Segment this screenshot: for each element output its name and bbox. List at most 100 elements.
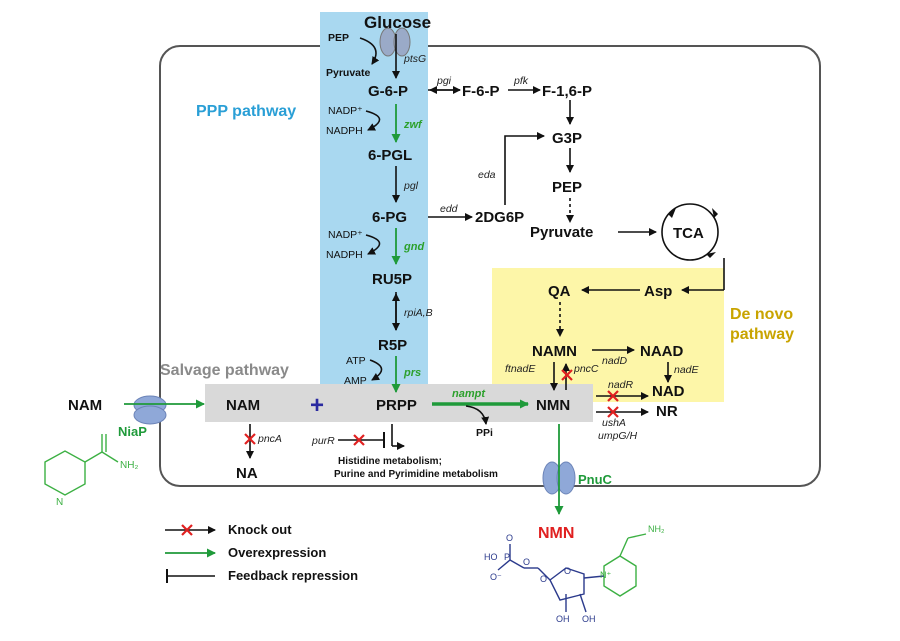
2dg6p-label: 2DG6P: [475, 209, 524, 226]
prpp-label: PRPP: [376, 397, 417, 414]
nicotinamide-structure: [44, 434, 119, 496]
pyruvate-label: Pyruvate: [530, 224, 593, 241]
purine-note: Purine and Pyrimidine metabolism: [334, 469, 498, 480]
nmn-ominus-label: O⁻: [490, 572, 502, 582]
g6p-label: G-6-P: [368, 83, 408, 100]
g3p-label: G3P: [552, 130, 582, 147]
amp-cofactor: AMP: [344, 375, 367, 387]
tca-label: TCA: [673, 225, 704, 242]
nam-nh2-label: NH₂: [120, 460, 138, 471]
ppp-pathway-label: PPP pathway: [196, 103, 296, 120]
atp-cofactor: ATP: [346, 355, 366, 367]
ftnade-label: ftnadE: [505, 363, 536, 375]
zwf-label: zwf: [403, 119, 423, 131]
nam-n-label: N: [56, 497, 63, 508]
asp-label: Asp: [644, 283, 672, 300]
ptsg-label: ptsG: [403, 53, 426, 65]
denovo-pathway-label-2: pathway: [730, 326, 794, 343]
r5p-label: R5P: [378, 337, 407, 354]
gnd-label: gnd: [403, 241, 424, 253]
nmn-inside-label: NMN: [536, 397, 570, 414]
qa-label: QA: [548, 283, 571, 300]
nadr-knockout-mark: [607, 390, 619, 402]
nadp-cofactor-1: NADP⁺: [328, 105, 363, 117]
niap-label: NiaP: [118, 424, 147, 439]
namn-label: NAMN: [532, 343, 577, 360]
purr-knockout-mark: [353, 434, 365, 446]
umpgh-label: umpG/H: [598, 430, 638, 442]
nmn-o-label-1: O: [506, 533, 513, 543]
denovo-pathway-label-1: De novo: [730, 306, 793, 323]
pnca-label: pncA: [257, 433, 282, 445]
pncc-knockout-mark: [561, 369, 573, 381]
nadd-label: nadD: [602, 355, 628, 367]
glucose-label: Glucose: [364, 13, 431, 32]
edd-label: edd: [440, 203, 459, 215]
ppp-band: [320, 12, 428, 392]
tca-arrowhead-1: [668, 208, 676, 218]
ppi-label: PPi: [476, 427, 493, 439]
salvage-pathway-label: Salvage pathway: [160, 362, 289, 379]
tca-cycle-circle: [661, 203, 719, 261]
nadph-cofactor-1: NADPH: [326, 125, 363, 137]
pyruvate-top-label: Pyruvate: [326, 67, 371, 79]
pfk-label: pfk: [513, 75, 529, 87]
nmn-structure: [497, 533, 647, 613]
nmn-oh-label-1: OH: [556, 614, 570, 624]
f6p-label: F-6-P: [462, 83, 500, 100]
plus-icon: +: [310, 392, 324, 419]
ppi-release-arrow: [465, 405, 490, 425]
nadph-cofactor-2: NADPH: [326, 249, 363, 261]
2dg6p-g3p-arrow: [504, 132, 545, 205]
f16p-label: F-1,6-P: [542, 83, 592, 100]
niap-transporter-bottom: [133, 405, 167, 425]
nmn-olink-label: O: [540, 574, 547, 584]
nam-outside-label: NAM: [68, 397, 102, 414]
nmn-nh2-label: NH₂: [648, 524, 665, 534]
na-label: NA: [236, 465, 258, 482]
nadp-cofactor-2: NADP⁺: [328, 229, 363, 241]
nampt-label: nampt: [452, 388, 486, 400]
legend-knockout-mark: [181, 524, 193, 536]
nmn-oring-label: O: [564, 566, 571, 576]
nadp-nadph-arrow-1: [365, 110, 381, 131]
pncc-label: pncC: [573, 363, 599, 375]
tca-arrowhead-2: [712, 208, 718, 218]
cell-membrane: [159, 45, 821, 487]
pep-top-label: PEP: [328, 32, 349, 44]
legend-overexpression-label: Overexpression: [228, 545, 326, 560]
usha-knockout-mark: [607, 406, 619, 418]
legend-knockout-label: Knock out: [228, 522, 292, 537]
prs-label: prs: [403, 367, 421, 379]
pgl-label: pgl: [403, 180, 419, 192]
ru5p-label: RU5P: [372, 271, 412, 288]
pnuc-label: PnuC: [578, 472, 613, 487]
ptsg-transporter-right: [393, 27, 411, 57]
nmn-nplus-label: N⁺: [600, 570, 611, 580]
nadr-label: nadR: [608, 379, 634, 391]
6pg-label: 6-PG: [372, 209, 407, 226]
nad-label: NAD: [652, 383, 685, 400]
nmn-ho-label: HO: [484, 552, 498, 562]
usha-label: ushA: [602, 417, 626, 429]
atp-amp-arrow: [369, 359, 383, 381]
nade-label: nadE: [674, 364, 700, 376]
eda-label: eda: [478, 169, 496, 181]
6pgl-label: 6-PGL: [368, 147, 412, 164]
tca-arrowhead-3: [706, 252, 716, 258]
pnuc-transporter-right: [556, 461, 576, 495]
naad-label: NAAD: [640, 343, 683, 360]
pep-label: PEP: [552, 179, 582, 196]
rpiab-label: rpiA,B: [404, 307, 433, 319]
nam-inside-label: NAM: [226, 397, 260, 414]
pnca-knockout-mark: [244, 433, 256, 445]
nadp-nadph-arrow-2: [365, 234, 381, 255]
histidine-note: Histidine metabolism;: [338, 456, 442, 467]
nmn-export-label: NMN: [538, 525, 574, 542]
nr-label: NR: [656, 403, 678, 420]
nmn-p-label: P: [504, 552, 510, 562]
pep-pyruvate-arrow: [359, 37, 380, 65]
purr-label: purR: [311, 435, 335, 447]
